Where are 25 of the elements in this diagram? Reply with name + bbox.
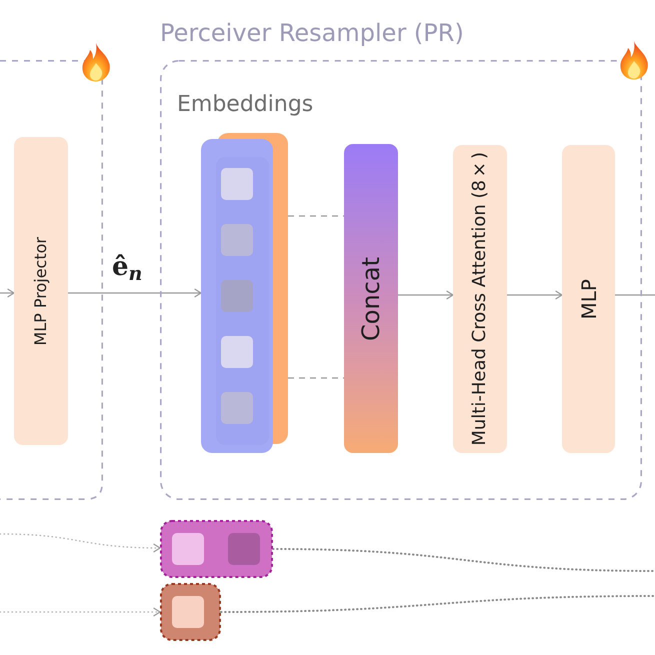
arrow <box>68 288 202 298</box>
dotted-line <box>220 595 655 613</box>
layer-label: MLP <box>578 278 598 320</box>
dotted-arrow <box>0 533 161 552</box>
section-label: Embeddings <box>177 91 314 119</box>
layer-block <box>14 137 68 445</box>
arrow <box>0 288 15 298</box>
layer-block <box>562 145 615 453</box>
arrow <box>507 290 563 300</box>
group-title: Perceiver Resampler (PR) <box>160 18 464 48</box>
dotted-line <box>272 548 655 572</box>
layer-label: Multi-Head Cross Attention (8×) <box>471 152 489 446</box>
token-group-block <box>160 583 221 641</box>
layer-block <box>453 145 507 453</box>
dotted-arrow <box>0 607 161 617</box>
dashed-group-frame <box>0 60 103 500</box>
dashed-line <box>288 377 344 379</box>
arrow <box>398 290 454 300</box>
token-group-block <box>160 520 273 578</box>
gradient-layer-block <box>344 144 398 453</box>
layer-label: MLP Projector <box>33 236 49 346</box>
layer-label: Concat <box>359 256 383 340</box>
line <box>615 294 655 296</box>
dashed-line <box>288 215 344 217</box>
edge-label: ê$_{n}$ <box>110 254 144 280</box>
